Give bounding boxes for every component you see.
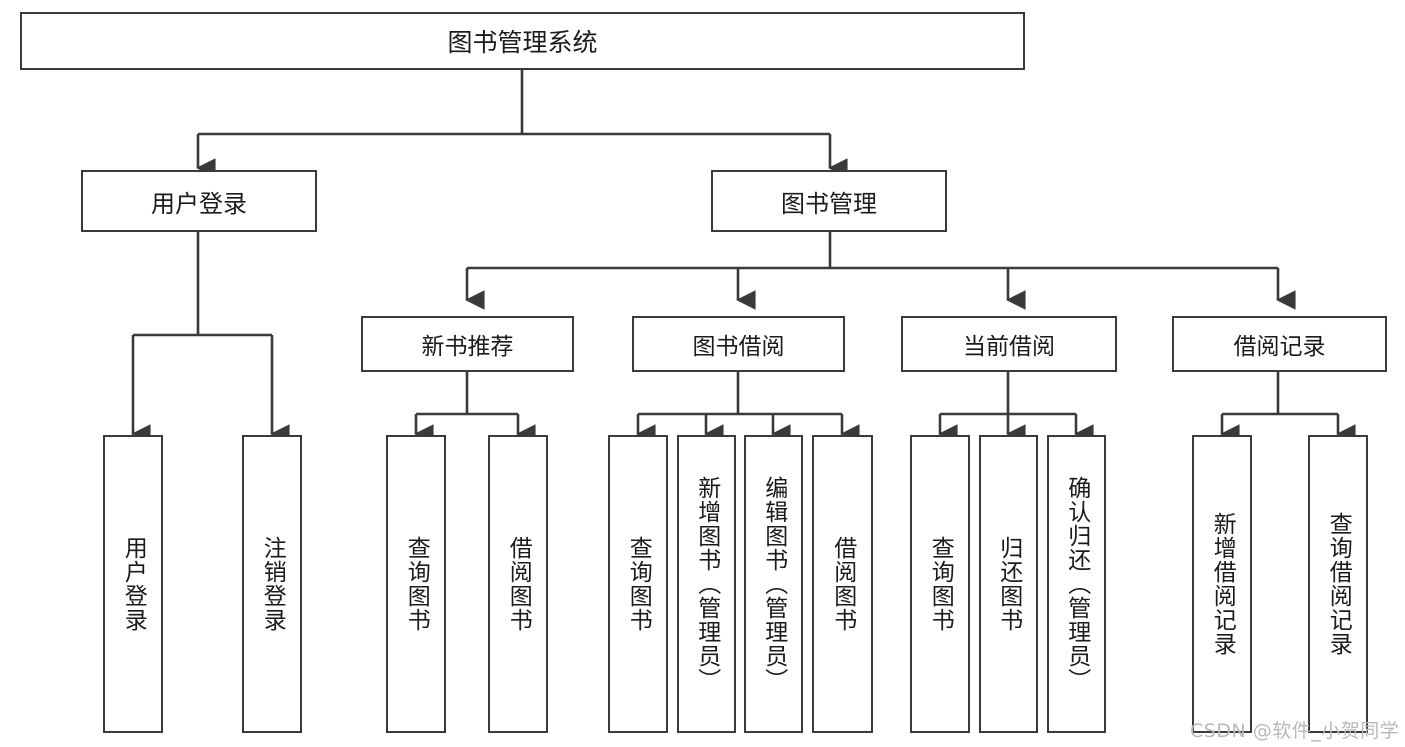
leaf-return-books[interactable]: 归还图书 xyxy=(979,435,1038,733)
leaf-add-book-admin[interactable]: 新增图书（管理员） xyxy=(677,435,736,733)
leaf-query-books-current[interactable]: 查询图书 xyxy=(910,435,970,733)
leaf-borrow-books-recommend[interactable]: 借阅图书 xyxy=(488,435,548,733)
node-current-borrowing-label: 当前借阅 xyxy=(963,334,1055,360)
node-user-login[interactable]: 用户登录 xyxy=(81,170,317,232)
leaf-edit-book-admin[interactable]: 编辑图书（管理员） xyxy=(744,435,803,733)
root-node-label: 图书管理系统 xyxy=(447,28,598,57)
node-book-borrowing-label: 图书借阅 xyxy=(692,334,785,360)
leaf-query-borrow-record[interactable]: 查询借阅记录 xyxy=(1308,435,1368,733)
node-current-borrowing[interactable]: 当前借阅 xyxy=(901,316,1117,372)
leaf-borrow-books[interactable]: 借阅图书 xyxy=(812,435,873,733)
leaf-return-books-label: 归还图书 xyxy=(995,536,1022,632)
leaf-logout-label: 注销登录 xyxy=(259,536,286,632)
leaf-user-login-label: 用户登录 xyxy=(120,536,147,632)
leaf-query-books-recommend-label: 查询图书 xyxy=(403,536,430,632)
leaf-query-borrow-record-label: 查询借阅记录 xyxy=(1325,512,1352,656)
leaf-edit-book-admin-label: 编辑图书（管理员） xyxy=(760,476,787,692)
leaf-logout[interactable]: 注销登录 xyxy=(242,435,302,733)
leaf-confirm-return-admin[interactable]: 确认归还（管理员） xyxy=(1047,435,1106,733)
leaf-confirm-return-admin-label: 确认归还（管理员） xyxy=(1063,476,1090,692)
leaf-query-books-borrow-label: 查询图书 xyxy=(625,536,652,632)
leaf-add-book-admin-label: 新增图书（管理员） xyxy=(693,476,720,692)
leaf-borrow-books-recommend-label: 借阅图书 xyxy=(505,536,532,632)
node-book-management[interactable]: 图书管理 xyxy=(711,170,947,232)
leaf-query-books-recommend[interactable]: 查询图书 xyxy=(386,435,446,733)
leaf-borrow-books-label: 借阅图书 xyxy=(829,536,856,632)
leaf-query-books-borrow[interactable]: 查询图书 xyxy=(608,435,668,733)
leaf-user-login[interactable]: 用户登录 xyxy=(103,435,163,733)
node-user-login-label: 用户登录 xyxy=(151,189,247,218)
node-new-book-recommendation-label: 新书推荐 xyxy=(421,334,514,360)
node-new-book-recommendation[interactable]: 新书推荐 xyxy=(361,316,574,372)
node-borrowing-records-label: 借阅记录 xyxy=(1233,334,1326,360)
node-book-borrowing[interactable]: 图书借阅 xyxy=(632,316,845,372)
csdn-watermark: CSDN @软件_小贺同学 xyxy=(1190,720,1400,742)
node-book-management-label: 图书管理 xyxy=(781,189,877,218)
node-borrowing-records[interactable]: 借阅记录 xyxy=(1172,316,1387,372)
root-node-library-management-system[interactable]: 图书管理系统 xyxy=(20,12,1025,70)
leaf-query-books-current-label: 查询图书 xyxy=(927,536,954,632)
leaf-add-borrow-record[interactable]: 新增借阅记录 xyxy=(1192,435,1252,733)
leaf-add-borrow-record-label: 新增借阅记录 xyxy=(1209,512,1236,656)
